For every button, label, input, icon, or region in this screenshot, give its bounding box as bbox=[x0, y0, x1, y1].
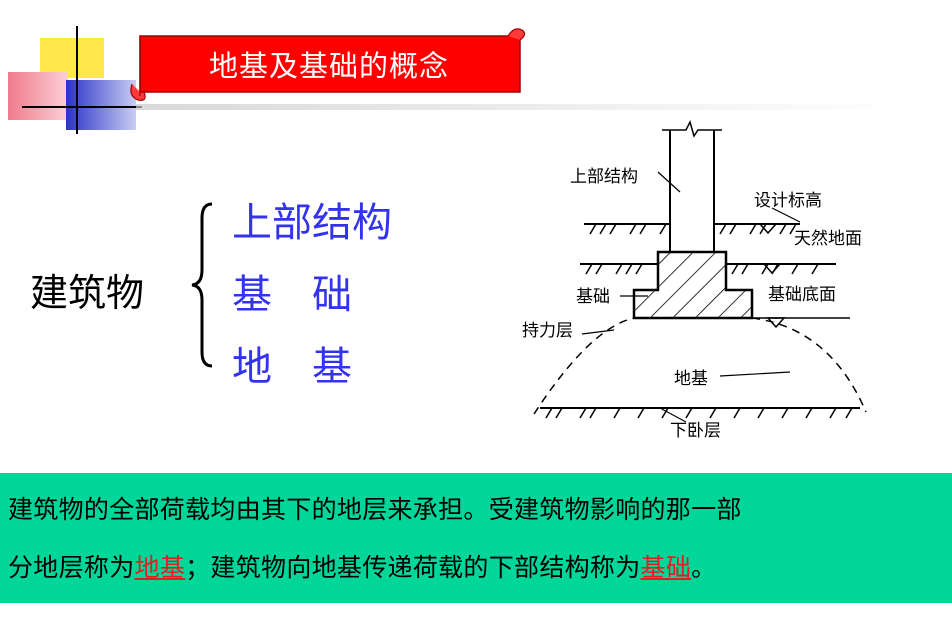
decor-pink-square bbox=[8, 72, 68, 120]
decor-vertical-line bbox=[76, 26, 78, 134]
building-label: 建筑物 bbox=[30, 271, 145, 315]
decor-horizontal-line bbox=[22, 106, 142, 108]
component-subgrade: 地 基 bbox=[232, 344, 352, 390]
underlying-ground-line bbox=[540, 407, 860, 419]
curly-brace bbox=[191, 202, 213, 368]
label-natural-ground: 天然地面 bbox=[794, 229, 862, 249]
title-banner bbox=[130, 28, 526, 101]
page-title: 地基及基础的概念 bbox=[208, 49, 449, 83]
footing bbox=[632, 250, 754, 320]
term-subgrade: 地基 bbox=[134, 553, 186, 582]
term-foundation: 基础 bbox=[640, 553, 692, 582]
label-foundation-base: 基础底面 bbox=[768, 285, 836, 305]
label-design-elevation: 设计标高 bbox=[754, 191, 822, 211]
bearing-bulb bbox=[533, 317, 867, 415]
explanation-box bbox=[0, 473, 952, 603]
title-underline bbox=[136, 104, 906, 110]
design-ground-line bbox=[584, 223, 800, 235]
decor-yellow-square bbox=[40, 38, 104, 78]
label-foundation: 基础 bbox=[576, 287, 610, 307]
explanation-text: ；建筑物向地基传递荷载的下部结构称为 bbox=[185, 553, 641, 582]
component-foundation: 基 础 bbox=[232, 272, 352, 318]
explanation-text: 分地层称为 bbox=[8, 553, 135, 582]
foundation-diagram: 上部结构 设计标高 天然地面 基础 基础底面 持力层 地基 下卧层 bbox=[522, 119, 867, 441]
explanation-line-1: 建筑物的全部荷载均由其下的地层来承担。受建筑物影响的那一部 bbox=[8, 495, 742, 524]
label-superstructure: 上部结构 bbox=[570, 167, 638, 187]
column bbox=[662, 119, 722, 252]
explanation-text: 。 bbox=[691, 553, 717, 582]
explanation-line-2: 分地层称为地基；建筑物向地基传递荷载的下部结构称为基础。 bbox=[8, 548, 716, 584]
component-superstructure: 上部结构 bbox=[232, 200, 392, 246]
label-bearing-layer: 持力层 bbox=[522, 321, 573, 341]
label-underlying-layer: 下卧层 bbox=[670, 421, 721, 441]
label-subgrade: 地基 bbox=[674, 369, 708, 389]
